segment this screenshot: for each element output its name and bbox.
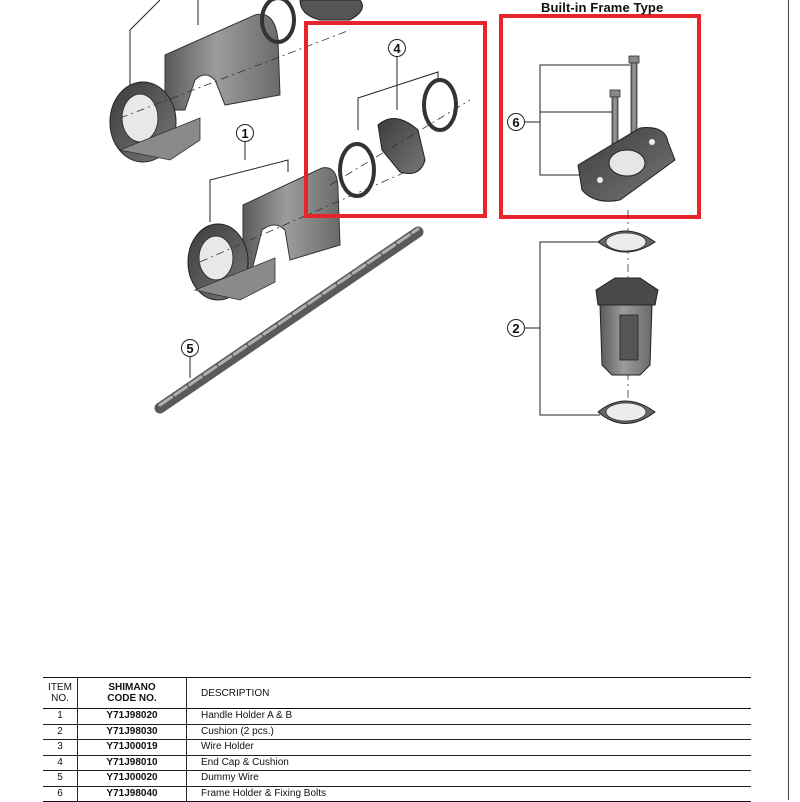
end-cap-ring	[422, 78, 458, 132]
header-code-line2: CODE NO.	[107, 693, 157, 704]
row-item: 3	[43, 739, 78, 756]
page-edge-rule	[788, 0, 789, 800]
header-code-no: SHIMANO CODE NO.	[77, 677, 187, 709]
callout-2-label: 2	[512, 321, 519, 336]
row-item: 1	[43, 708, 78, 725]
row-item: 2	[43, 724, 78, 740]
callout-5-label: 5	[186, 341, 193, 356]
row-description: End Cap & Cushion	[186, 755, 751, 771]
row-code: Y71J98020	[77, 708, 187, 725]
header-description: DESCRIPTION	[186, 677, 751, 709]
end-cap-highlight-box	[304, 21, 487, 218]
dummy-wire-part: 5	[154, 226, 424, 414]
row-code: Y71J00020	[77, 770, 187, 787]
table-header-row: ITEM NO. SHIMANO CODE NO. DESCRIPTION	[43, 677, 751, 709]
row-description: Wire Holder	[186, 739, 751, 756]
row-code: Y71J98010	[77, 755, 187, 771]
frame-holder-highlight-box	[499, 14, 701, 219]
wire-holder-top	[595, 277, 659, 306]
fixing-bolt-1	[628, 55, 640, 134]
row-item: 5	[43, 770, 78, 787]
callout-6-label: 6	[512, 115, 519, 130]
table-row: 1 Y71J98020 Handle Holder A & B	[43, 708, 751, 725]
end-cap-cushion-ring	[338, 142, 376, 198]
table-row: 3 Y71J00019 Wire Holder	[43, 739, 751, 756]
header-item-line1: ITEM	[48, 682, 72, 693]
header-item-line2: NO.	[51, 693, 69, 704]
row-description: Handle Holder A & B	[186, 708, 751, 725]
header-item-no: ITEM NO.	[43, 677, 78, 709]
table-row: 2 Y71J98030 Cushion (2 pcs.)	[43, 724, 751, 740]
row-item: 6	[43, 786, 78, 802]
callout-4-label: 4	[393, 41, 401, 56]
row-code: Y71J00019	[77, 739, 187, 756]
row-code: Y71J98040	[77, 786, 187, 802]
end-cap-highlight: 4	[304, 21, 487, 218]
table-row: 5 Y71J00020 Dummy Wire	[43, 770, 751, 787]
callout-1-label: 1	[241, 126, 248, 141]
frame-type-title: Built-in Frame Type	[541, 0, 664, 15]
row-description: Frame Holder & Fixing Bolts	[201, 787, 327, 799]
header-code-line1: SHIMANO	[108, 682, 156, 693]
end-cap-part	[377, 118, 426, 174]
table-row: 4 Y71J98010 End Cap & Cushion	[43, 755, 751, 771]
cushion-assembly: 2	[507, 210, 659, 424]
row-item: 4	[43, 755, 78, 771]
row-description: Cushion (2 pcs.)	[186, 724, 751, 740]
frame-holder-highlight: 6	[499, 14, 701, 219]
parts-table: ITEM NO. SHIMANO CODE NO. DESCRIPTION 1 …	[43, 677, 751, 802]
row-description: Dummy Wire	[186, 770, 751, 787]
upper-handle-holder	[109, 0, 363, 163]
table-row: 6 Y71J98040 Frame Holder & Fixing Bolts	[43, 786, 751, 802]
row-code: Y71J98030	[77, 724, 187, 740]
callout-4-circle	[388, 39, 406, 57]
callout-5-circle	[181, 339, 199, 357]
callout-6-circle	[507, 113, 525, 131]
callout-1-circle	[236, 124, 254, 142]
handle-holder-assembly: 1	[187, 124, 411, 301]
callout-2-circle	[507, 319, 525, 337]
